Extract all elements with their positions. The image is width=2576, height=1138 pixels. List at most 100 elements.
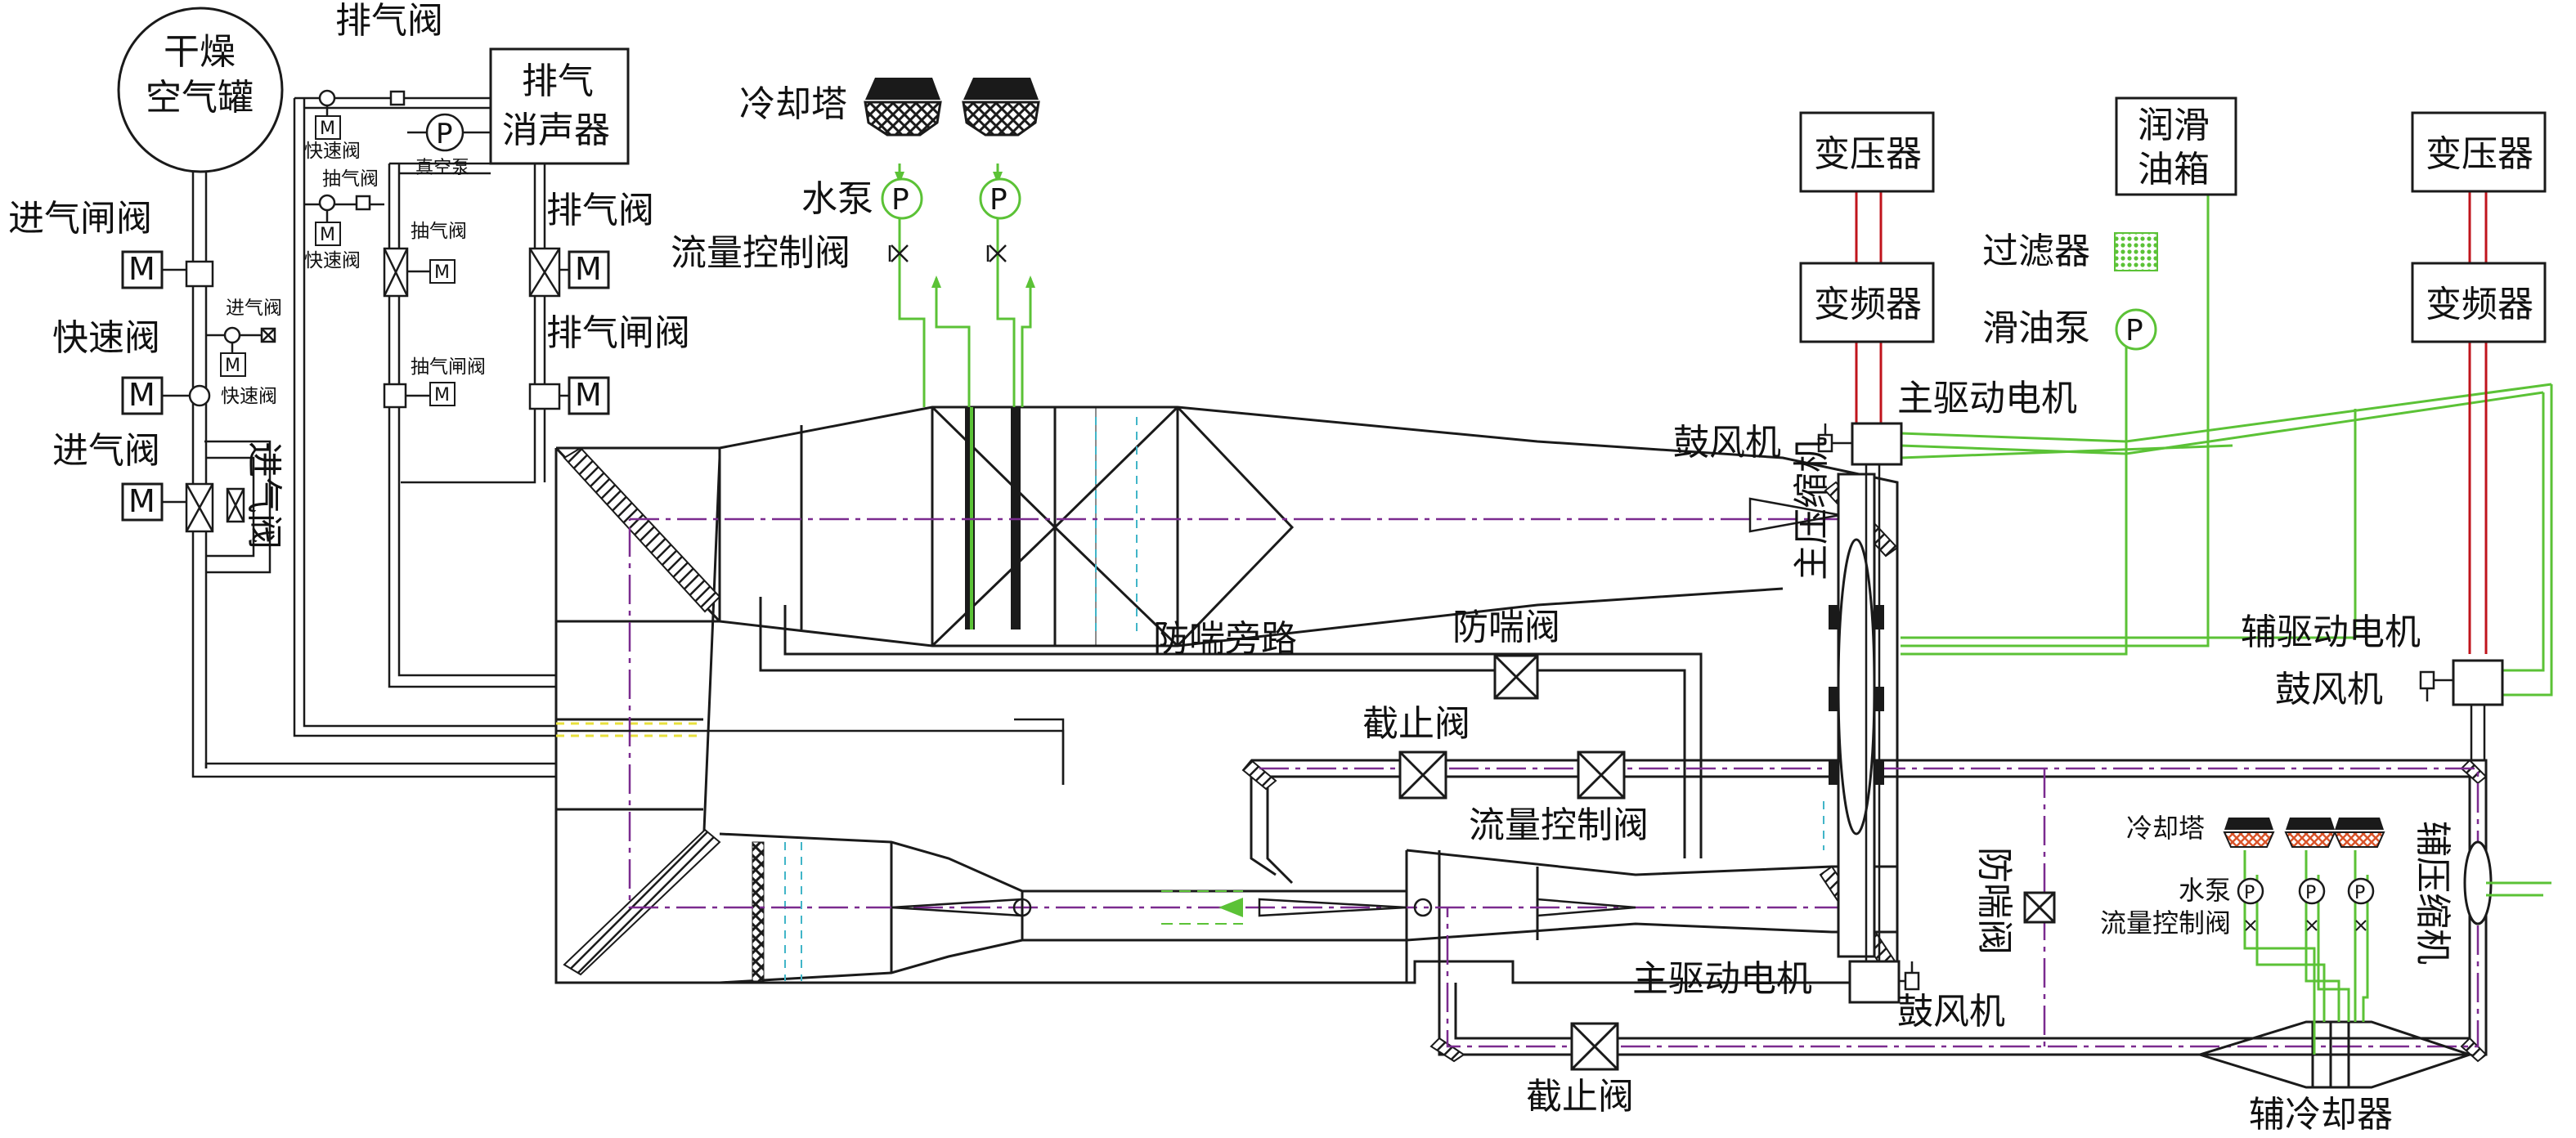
- small-quick-valve-label-2: 快速阀: [304, 250, 361, 271]
- aux-drive-motor: [2419, 659, 2504, 760]
- aux-cooler: [2195, 1020, 2474, 1089]
- motor-symbol-4: M: [575, 251, 602, 287]
- cooling-tower-main-label: 冷却塔: [739, 83, 847, 125]
- inverter-right-label: 变频器: [2426, 284, 2533, 325]
- silencer-label-2: 消声器: [502, 110, 610, 151]
- small-quick-valve-label-3: 快速阀: [221, 386, 277, 407]
- anti-surge-valve-vertical-label: 防喘阀: [1973, 847, 2015, 955]
- blower-top-label: 鼓风机: [1673, 422, 1781, 464]
- motor-symbol-small-2: M: [320, 225, 335, 245]
- main-drive-motor-bottom: [1848, 960, 1920, 1004]
- filter: [2114, 232, 2158, 271]
- exhaust-gate-valve-label: 排气闸阀: [546, 312, 690, 354]
- cooling-tower-main-1: [864, 78, 942, 137]
- x-valves: [1398, 654, 2056, 1071]
- anti-surge-bypass-label: 防喘旁路: [1153, 618, 1297, 660]
- honeycomb-screens: [752, 407, 1824, 982]
- oil-pump-label: 滑油泵: [1982, 307, 2090, 349]
- anti-surge-valve-top-label: 防喘阀: [1452, 607, 1560, 648]
- water-pumps-main: [881, 177, 1021, 220]
- motor-symbol-small-3: M: [225, 356, 240, 376]
- main-compressor-label: 主压缩机: [1791, 437, 1833, 580]
- lube-oil-tank-label-2: 油箱: [2138, 149, 2210, 190]
- lube-oil-tank-label-1: 润滑: [2138, 105, 2210, 146]
- motor-symbol-3: M: [128, 483, 155, 519]
- main-drive-motor-top-label: 主驱动电机: [1897, 378, 2077, 419]
- water-pump-main-label: 水泵: [801, 178, 873, 220]
- motor-symbol-5: M: [575, 377, 602, 413]
- motor-symbol-small-4: M: [434, 262, 450, 283]
- water-flow-arrows: [895, 172, 1035, 288]
- aux-water-pump-symbols: P P P: [2244, 883, 2365, 903]
- shutoff-valve-bottom-symbol: [1570, 1022, 1619, 1071]
- motor-symbol-small-5: M: [434, 385, 450, 405]
- flow-control-valve-center-label: 流量控制阀: [1469, 804, 1649, 846]
- aux-cooling-towers: [2223, 818, 2385, 848]
- flow-control-valve-main-label: 流量控制阀: [671, 232, 850, 274]
- oil-pump: P: [2115, 308, 2157, 351]
- svg-text:P: P: [2305, 883, 2316, 903]
- small-intake-valve-label: 进气阀: [226, 298, 282, 319]
- filter-label: 过滤器: [1982, 231, 2090, 272]
- aux-water-pumps: [2237, 877, 2375, 905]
- intake-valve-label: 进气阀: [52, 430, 160, 472]
- aux-drive-motor-label: 辅驱动电机: [2241, 612, 2421, 653]
- inverter-left-label: 变频器: [1814, 284, 1922, 325]
- flow-control-valve-center-symbol: [1577, 750, 1626, 800]
- motor-symbol-2: M: [128, 377, 155, 413]
- blower-aux-label: 鼓风机: [2275, 669, 2383, 710]
- power-lines: [1855, 190, 2488, 654]
- electrical-boxes: [1799, 96, 2547, 343]
- test-section-flow: [1161, 890, 1243, 925]
- water-pump-symbols-main: P P: [891, 183, 1008, 217]
- blower-bottom-label: 鼓风机: [1897, 991, 2005, 1033]
- labels: 干燥 空气罐 排气 消声器 M M M M M M M M M M 排气阀 进气…: [8, 0, 2533, 1136]
- dry-air-tank-label-1: 干燥: [164, 31, 236, 73]
- main-drive-motor-top: [1817, 422, 1903, 961]
- cooling-tower-aux-label: 冷却塔: [2126, 813, 2205, 844]
- flow-control-valves-main: [888, 244, 1007, 262]
- aux-cooler-label: 辅冷却器: [2249, 1094, 2393, 1136]
- small-extract-valve-label: 抽气阀: [322, 168, 379, 190]
- svg-text:P: P: [2244, 883, 2255, 903]
- corner-turning-vanes: [563, 446, 2488, 1063]
- shutoff-valve-top-symbol: [1398, 750, 1447, 800]
- exhaust-silencer: [489, 47, 630, 165]
- flow-control-valve-aux-label: 流量控制阀: [2100, 907, 2231, 939]
- exhaust-valve-right-label: 排气阀: [546, 190, 654, 231]
- svg-text:P: P: [990, 183, 1008, 217]
- aux-flow-valves: [2245, 920, 2367, 931]
- dry-air-tank-label-2: 空气罐: [146, 77, 254, 119]
- small-extract-valve-label-2: 抽气阀: [411, 221, 467, 242]
- motor-symbol-small-1: M: [320, 119, 335, 139]
- silencer-label-1: 排气: [522, 60, 594, 102]
- svg-text:P: P: [891, 183, 909, 217]
- centerline: [628, 517, 2480, 1048]
- small-extract-gate-valve-label: 抽气闸阀: [411, 356, 486, 378]
- small-quick-valve-label-1: 快速阀: [304, 141, 361, 162]
- shutoff-valve-bottom-label: 截止阀: [1526, 1076, 1634, 1118]
- svg-text:P: P: [436, 118, 453, 150]
- dry-air-tank: [117, 7, 284, 173]
- intake-valve-vertical-label: 进气阀: [243, 441, 285, 549]
- aux-compressor-label: 辅压缩机: [2412, 821, 2453, 965]
- shutoff-valve-top-label: 截止阀: [1362, 703, 1470, 745]
- motor-symbol-1: M: [128, 251, 155, 287]
- exhaust-valve-top-label: 排气阀: [335, 0, 443, 42]
- water-pump-aux-label: 水泵: [2179, 875, 2231, 906]
- air-supply-piping: [191, 96, 1065, 785]
- test-section-model: [891, 497, 1841, 917]
- quick-valve-label: 快速阀: [52, 317, 160, 359]
- anti-surge-valve-top-symbol: [1493, 654, 1539, 700]
- transformer-right-label: 变压器: [2426, 133, 2533, 175]
- svg-text:P: P: [2125, 314, 2143, 347]
- transformer-left-label: 变压器: [1814, 133, 1922, 175]
- anti-surge-valve-vertical-symbol: [2023, 891, 2056, 924]
- cooling-water-lines: [898, 164, 2553, 1055]
- vacuum-pump-label: 真空泵: [415, 158, 469, 178]
- intake-gate-valve-label: 进气闸阀: [8, 198, 152, 240]
- cooling-tower-main-2: [962, 78, 1040, 137]
- valve-glyphs: [162, 89, 569, 533]
- vacuum-pump-icon: P: [436, 118, 453, 150]
